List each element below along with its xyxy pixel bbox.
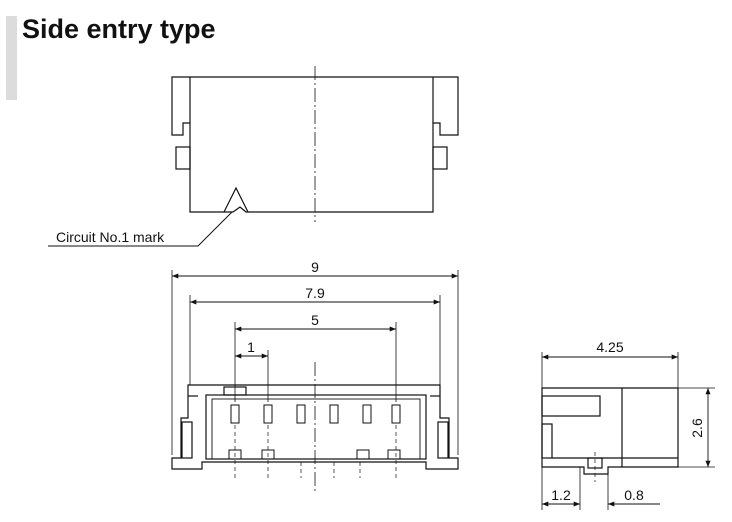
dim-depth: 4.25	[596, 339, 623, 355]
dim-outer-pin-span: 7.9	[305, 285, 325, 301]
top-view-outline	[171, 76, 459, 213]
solder-tab-6	[387, 449, 401, 460]
side-view-body	[541, 387, 679, 475]
contacts	[228, 404, 401, 460]
circuit-mark-leader	[48, 211, 233, 247]
contact-3	[296, 404, 306, 424]
pin-one-marker	[223, 386, 247, 396]
contact-6	[391, 404, 401, 424]
dim-pin-pitch: 1	[247, 339, 255, 355]
dim-bottom-left: 1.2	[551, 487, 571, 503]
dim-bottom-right: 0.8	[624, 487, 644, 503]
dim-pin-span: 5	[311, 312, 319, 328]
contact-5	[362, 404, 372, 424]
top-view-left-tab	[175, 146, 191, 170]
circuit-mark-label: Circuit No.1 mark	[56, 229, 165, 245]
side-view-slot	[541, 395, 601, 417]
contact-1	[230, 404, 240, 424]
contact-4	[329, 404, 339, 424]
front-view	[171, 270, 459, 492]
page-title: Side entry type	[22, 14, 216, 44]
dim-height: 2.6	[689, 418, 705, 438]
side-view	[541, 352, 715, 510]
front-view-body	[171, 384, 459, 470]
dim-overall-width: 9	[311, 259, 319, 275]
top-view	[48, 66, 459, 247]
top-view-right-tab	[432, 146, 448, 170]
solder-tab-5	[356, 449, 370, 460]
contact-2	[263, 404, 273, 424]
circuit-mark-triangle	[223, 186, 249, 213]
title-accent-bar	[6, 16, 17, 100]
